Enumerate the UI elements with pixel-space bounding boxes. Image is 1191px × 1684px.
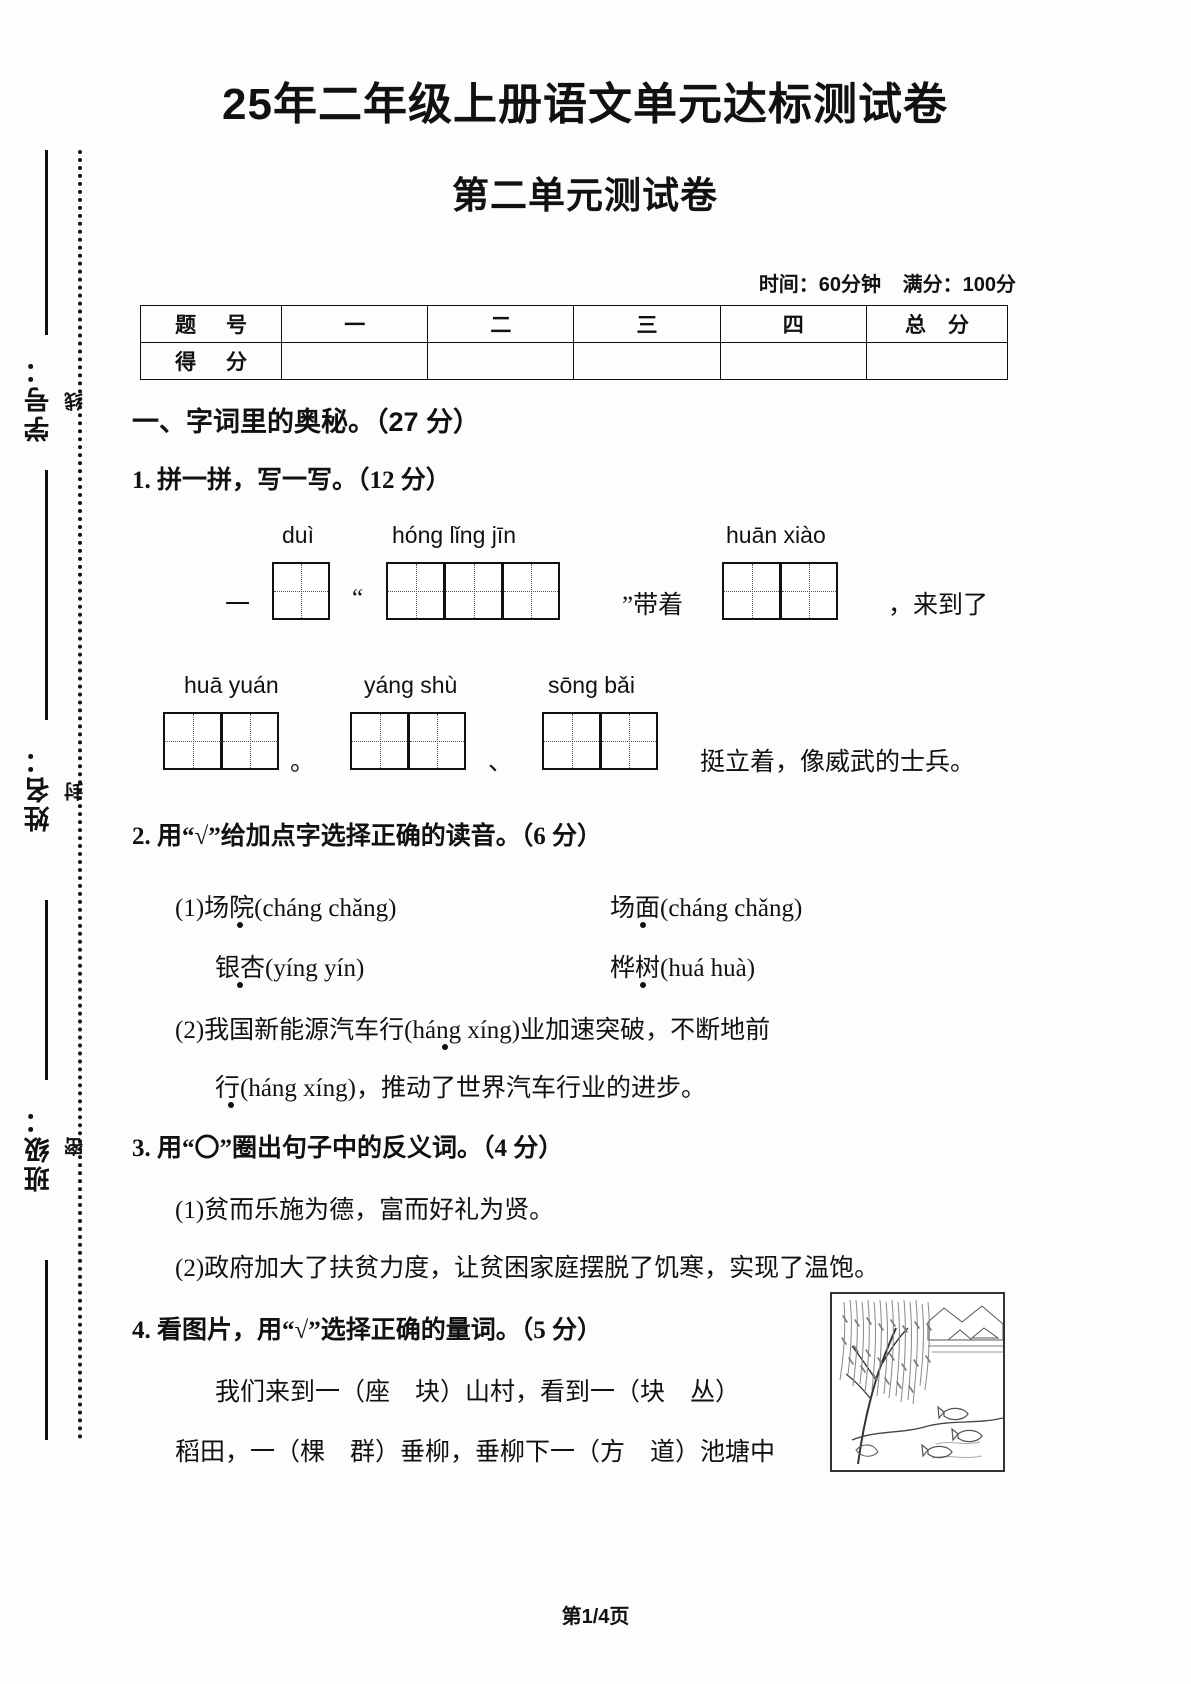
score-table-label-score: 得 分 bbox=[139, 342, 283, 380]
tianzi-cell[interactable] bbox=[272, 562, 330, 620]
q3-line-2[interactable]: (2)政府加大了扶贫力度，让贫困家庭摆脱了饥寒，实现了温饱。 bbox=[175, 1255, 880, 1282]
time-label: 时间：60分钟 bbox=[758, 274, 882, 296]
q1-row2-grid-3[interactable] bbox=[542, 712, 658, 770]
score-cell-3[interactable] bbox=[573, 342, 721, 380]
exam-meta: 时间：60分钟 满分：100分 bbox=[743, 268, 1016, 297]
score-table-col-4: 四 bbox=[719, 305, 867, 343]
table-row-scores: 得 分 bbox=[139, 342, 1009, 380]
student-name-field-label: 姓名： bbox=[24, 745, 53, 832]
q2-item-2-left[interactable]: 银杏(yíng yín) bbox=[215, 955, 365, 982]
illustration-svg bbox=[832, 1294, 1003, 1470]
emphasis-dot bbox=[237, 982, 243, 988]
q1-row1-tail: ，来到了 bbox=[888, 592, 989, 619]
tianzi-cell[interactable] bbox=[780, 562, 838, 620]
emphasis-dot bbox=[442, 1044, 448, 1050]
seal-word-feng: 封 bbox=[65, 780, 86, 801]
emphasis-dot bbox=[640, 982, 646, 988]
q1-pinyin-yangshu: yáng shù bbox=[364, 672, 458, 698]
student-id-field-label: 学号： bbox=[24, 355, 53, 442]
q1-row2-sep-1: 。 bbox=[290, 749, 316, 776]
q1-pinyin-honglingjin: hóng lǐng jīn bbox=[392, 522, 517, 548]
tianzi-cell[interactable] bbox=[221, 712, 279, 770]
q1-row2-grid-2[interactable] bbox=[350, 712, 466, 770]
q1-row1-open-quote: “ bbox=[352, 585, 364, 612]
page-title: 25年二年级上册语文单元达标测试卷 bbox=[222, 80, 948, 129]
q1-pinyin-huayuan: huā yuán bbox=[184, 672, 279, 698]
score-table-col-3: 三 bbox=[573, 305, 721, 343]
student-class-field-label: 班级： bbox=[24, 1105, 53, 1192]
emphasis-dot bbox=[228, 1102, 234, 1108]
question-4-heading: 4. 看图片，用“√”选择正确的量词。（5 分） bbox=[132, 1317, 602, 1344]
seal-rule bbox=[45, 900, 48, 1080]
table-row-question-numbers: 题 号 一 二 三 四 总 分 bbox=[139, 305, 1009, 343]
question-2-heading: 2. 用“√”给加点字选择正确的读音。（6 分） bbox=[132, 823, 602, 850]
tianzi-cell[interactable] bbox=[444, 562, 502, 620]
score-cell-4[interactable] bbox=[719, 342, 867, 380]
emphasis-dot bbox=[237, 922, 243, 928]
q1-row1-close-quote: ”带着 bbox=[622, 592, 684, 619]
seal-rule bbox=[45, 470, 48, 720]
q2-item-1-left-text: 场院(cháng chǎng) bbox=[204, 895, 397, 922]
seal-word-xian: 线 bbox=[65, 390, 86, 411]
page-subtitle: 第二单元测试卷 bbox=[452, 175, 718, 216]
score-table-col-total: 总 分 bbox=[865, 305, 1009, 343]
score-cell-total[interactable] bbox=[865, 342, 1009, 380]
section-heading-1: 一、字词里的奥秘。（27 分） bbox=[132, 407, 481, 437]
q1-pinyin-huanxiao: huān xiào bbox=[726, 522, 826, 548]
tianzi-cell[interactable] bbox=[386, 562, 444, 620]
score-table-col-2: 二 bbox=[427, 305, 575, 343]
score-table-label-question: 题 号 bbox=[139, 305, 283, 343]
q1-pinyin-dui: duì bbox=[282, 522, 314, 548]
total-score-label: 满分：100分 bbox=[902, 274, 1016, 296]
q1-row2-tail: 挺立着，像威武的士兵。 bbox=[700, 749, 976, 776]
seal-rule bbox=[45, 150, 48, 335]
score-cell-1[interactable] bbox=[281, 342, 429, 380]
willow-pond-illustration bbox=[830, 1292, 1005, 1472]
tianzi-cell[interactable] bbox=[163, 712, 221, 770]
question-1-heading: 1. 拼一拼，写一写。（12 分） bbox=[132, 467, 451, 494]
q2-item-2-line-1[interactable]: (2)我国新能源汽车行(háng xíng)业加速突破，不断地前 bbox=[175, 1017, 771, 1044]
question-3-heading: 3. 用“〇”圈出句子中的反义词。（4 分） bbox=[132, 1135, 564, 1162]
q1-row2-grid-1[interactable] bbox=[163, 712, 279, 770]
q1-pinyin-songbai: sōng bǎi bbox=[548, 672, 635, 698]
tianzi-cell[interactable] bbox=[722, 562, 780, 620]
q2-item-1-right[interactable]: 场面(cháng chǎng) bbox=[610, 895, 803, 922]
tianzi-cell[interactable] bbox=[408, 712, 466, 770]
score-cell-2[interactable] bbox=[427, 342, 575, 380]
q2-item-1-number: (1) bbox=[175, 895, 205, 922]
seal-word-mi: 密 bbox=[65, 1135, 86, 1156]
score-table-col-1: 一 bbox=[281, 305, 429, 343]
seal-column: 学号： 姓名： 班级： 线 封 密 bbox=[0, 0, 120, 1684]
page-footer: 第1/4页 bbox=[561, 1606, 630, 1628]
tianzi-cell[interactable] bbox=[600, 712, 658, 770]
tianzi-cell[interactable] bbox=[542, 712, 600, 770]
q3-line-1[interactable]: (1)贫而乐施为德，富而好礼为贤。 bbox=[175, 1197, 555, 1224]
q2-item-1-left[interactable]: (1)场院(cháng chǎng) bbox=[175, 888, 396, 924]
seal-rule bbox=[45, 1260, 48, 1440]
score-table: 题 号 一 二 三 四 总 分 得 分 bbox=[139, 305, 1009, 380]
q1-row1-grid-1[interactable] bbox=[272, 562, 330, 620]
q1-row1-grid-3[interactable] bbox=[722, 562, 838, 620]
tianzi-cell[interactable] bbox=[502, 562, 560, 620]
q4-line-2[interactable]: 稻田，一（棵 群）垂柳，垂柳下一（方 道）池塘中 bbox=[175, 1439, 776, 1466]
q1-row2-sep-2: 、 bbox=[488, 749, 514, 776]
q4-line-1[interactable]: 我们来到一（座 块）山村，看到一（块 丛） bbox=[215, 1379, 741, 1406]
q2-item-2-right[interactable]: 桦树(huá huà) bbox=[610, 955, 756, 982]
q1-row1-grid-2[interactable] bbox=[386, 562, 560, 620]
tianzi-cell[interactable] bbox=[350, 712, 408, 770]
seal-dotted-line bbox=[78, 150, 82, 1440]
emphasis-dot bbox=[640, 922, 646, 928]
q2-item-2-line-2[interactable]: 行(háng xíng)，推动了世界汽车行业的进步。 bbox=[215, 1075, 706, 1102]
q1-row1-lead: 一 bbox=[225, 592, 251, 619]
